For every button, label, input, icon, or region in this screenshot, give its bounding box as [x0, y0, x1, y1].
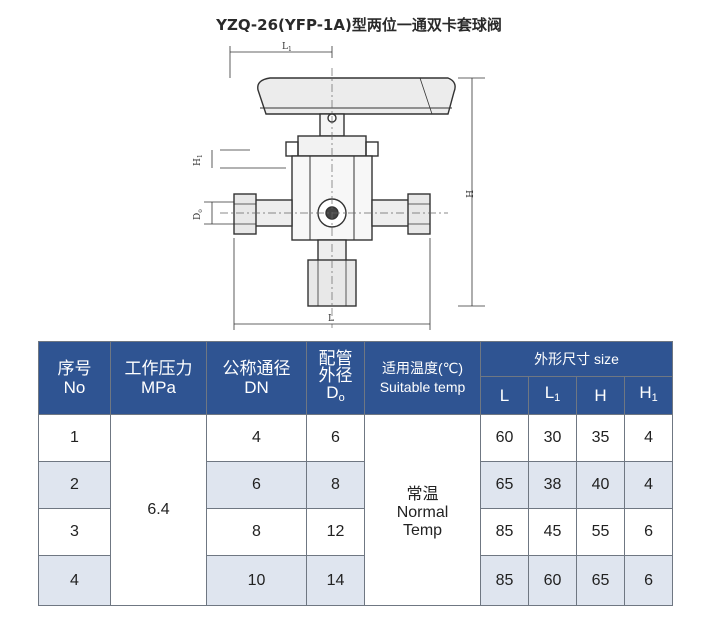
cell-h1: 4: [623, 461, 674, 509]
cell-dn: 10: [206, 555, 307, 606]
cell-dn: 6: [206, 461, 307, 509]
header-size-h1: H1: [623, 376, 674, 415]
page-title: YZQ-26(YFP-1A)型两位一通双卡套球阀: [216, 16, 502, 34]
cell-do: 8: [306, 461, 365, 509]
cell-do: 12: [306, 508, 365, 556]
cell-no: 4: [38, 555, 111, 606]
cell-l1: 60: [528, 555, 577, 606]
valve-drawing: L1 H H1 Do L: [190, 38, 490, 338]
cell-l1: 30: [528, 414, 577, 462]
cell-h: 40: [576, 461, 625, 509]
cell-dn: 4: [206, 414, 307, 462]
cell-do: 6: [306, 414, 365, 462]
valve-schematic: L1 H H1 Do L: [193, 42, 485, 330]
cell-l: 60: [480, 414, 529, 462]
dim-l1-label: L1: [282, 42, 292, 53]
cell-l: 65: [480, 461, 529, 509]
dim-h-label: H: [463, 190, 473, 198]
cell-h: 65: [576, 555, 625, 606]
header-temp: 适用温度(℃)Suitable temp: [364, 341, 481, 415]
cell-l1: 45: [528, 508, 577, 556]
cell-pressure: 6.4: [110, 414, 207, 606]
cell-do: 14: [306, 555, 365, 606]
cell-h1: 6: [623, 508, 674, 556]
cell-no: 1: [38, 414, 111, 462]
cell-l: 85: [480, 555, 529, 606]
cell-no: 3: [38, 508, 111, 556]
table-row: 3 8 12 85 45 55 6: [38, 508, 674, 556]
cell-h1: 4: [623, 414, 674, 462]
cell-h1: 6: [623, 555, 674, 606]
dim-h1-label: H1: [193, 154, 204, 166]
header-size-h: H: [576, 376, 625, 415]
table-row: 2 6 8 65 38 40 4: [38, 461, 674, 509]
header-size-l1: L1: [528, 376, 577, 415]
header-size-l: L: [480, 376, 529, 415]
cell-no: 2: [38, 461, 111, 509]
cell-h: 55: [576, 508, 625, 556]
cell-l: 85: [480, 508, 529, 556]
dim-d0-label: Do: [193, 209, 204, 220]
cell-l1: 38: [528, 461, 577, 509]
header-size-group: 外形尺寸 size: [479, 341, 674, 377]
cell-h: 35: [576, 414, 625, 462]
cell-dn: 8: [206, 508, 307, 556]
dim-l-label: L: [328, 314, 334, 324]
table-row: 4 10 14 85 60 65 6: [38, 555, 674, 606]
